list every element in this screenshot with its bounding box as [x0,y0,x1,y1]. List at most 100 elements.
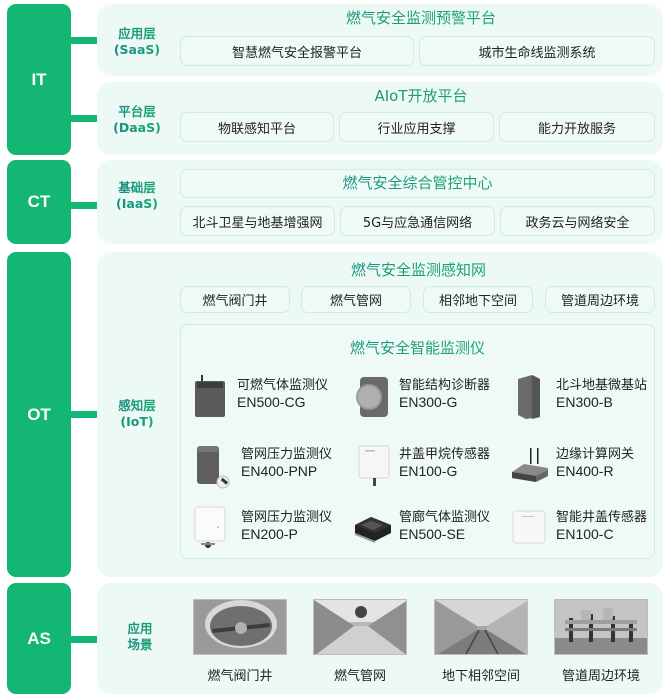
daas-title: AIoT开放平台 [181,86,661,106]
device-info: 北斗地基微基站 EN300-B [556,377,647,411]
iot-panel: 感知层 (IoT) 燃气安全监测感知网 燃气阀门井 燃气管网 相邻地下空间 管道… [97,252,663,577]
valve-well-image-icon [194,600,286,654]
device-model: EN400-PNP [241,463,318,479]
device-name: 北斗地基微基站 [556,378,648,393]
iaas-item-gov-cloud[interactable]: 政务云与网络安全 [500,206,655,236]
saas-panel: 应用层 (SaaS) 燃气安全监测预警平台 智慧燃气安全报警平台 城市生命线监测… [97,4,663,76]
device-name: 边缘计算网关 [556,447,635,462]
network-item-gas-pipeline[interactable]: 燃气管网 [301,286,411,313]
device-name: 井盖甲烷传感器 [399,447,491,462]
iaas-item-beidou-network[interactable]: 北斗卫星与地基增强网 [180,206,335,236]
connector-iot [70,411,98,418]
beidou-base-station-icon [518,375,540,419]
device-name: 管廊气体监测仪 [399,510,491,525]
device-name: 管网压力监测仪 [241,510,333,525]
scenes-label-line1: 应用 [127,621,153,636]
iot-layer-label: 感知层 (IoT) [97,398,177,430]
iaas-label-code: (IaaS) [116,196,158,211]
daas-item-industry-support[interactable]: 行业应用支撑 [339,112,494,142]
device-beidou-station[interactable]: 北斗地基微基站 EN300-B [510,373,670,421]
device-tunnel-gas-monitor[interactable]: 管廊气体监测仪 EN500-SE [353,505,513,553]
network-item-underground-space[interactable]: 相邻地下空间 [423,286,533,313]
device-pressure-monitor[interactable]: 管网压力监测仪 EN400-PNP [191,442,351,490]
device-info: 智能井盖传感器 EN100-C [556,509,647,543]
pipeline-environment-photo [554,599,648,655]
saas-item-alarm-platform[interactable]: 智慧燃气安全报警平台 [180,36,414,66]
network-item-pipeline-environment[interactable]: 管道周边环境 [545,286,655,313]
connector-daas [70,115,98,122]
pressure-sensor-icon [194,506,226,548]
daas-label-code: (DaaS) [113,120,161,135]
device-info: 智能结构诊断器 EN300-G [399,377,490,411]
device-name: 智能井盖传感器 [556,510,648,525]
scene-underground-space[interactable]: 地下相邻空间 [434,599,528,684]
daas-layer-label: 平台层 (DaaS) [97,104,177,136]
scene-pipeline-environment[interactable]: 管道周边环境 [554,599,648,684]
scenes-label-line2: 场景 [127,637,153,652]
tier-ot: OT [7,252,71,577]
scene-label: 燃气阀门井 [207,669,273,684]
scene-label: 地下相邻空间 [441,669,520,684]
iot-label-code: (IoT) [120,414,154,429]
gas-pipeline-photo [313,599,407,655]
daas-label-name: 平台层 [118,104,156,119]
device-model: EN300-B [556,394,613,410]
scene-gas-pipeline[interactable]: 燃气管网 [313,599,407,684]
iaas-title: 燃气安全综合管控中心 [180,173,655,193]
device-name: 管网压力监测仪 [241,447,333,462]
daas-panel: 平台层 (DaaS) AIoT开放平台 物联感知平台 行业应用支撑 能力开放服务 [97,82,663,155]
device-model: EN100-G [399,463,458,479]
network-item-valve-well[interactable]: 燃气阀门井 [180,286,290,313]
underground-space-image-icon [435,600,527,654]
tier-ot-label: OT [27,404,51,424]
tunnel-gas-monitor-icon [355,517,391,543]
device-methane-sensor[interactable]: 井盖甲烷传感器 EN100-G [353,442,513,490]
device-name: 智能结构诊断器 [399,378,491,393]
iaas-layer-label: 基础层 (IaaS) [97,180,177,212]
device-model: EN500-SE [399,526,466,542]
iaas-item-5g-network[interactable]: 5G与应急通信网络 [340,206,495,236]
scenes-panel: 应用 场景 燃气阀门井 燃气管网 [97,583,663,694]
connector-iaas [70,202,98,209]
device-model: EN500-CG [237,394,306,410]
instrument-title: 燃气安全智能监测仪 [180,338,655,358]
device-info: 边缘计算网关 EN400-R [556,446,634,480]
saas-item-lifeline-system[interactable]: 城市生命线监测系统 [419,36,655,66]
device-model: EN300-G [399,394,458,410]
daas-item-iot-platform[interactable]: 物联感知平台 [180,112,334,142]
device-edge-gateway[interactable]: 边缘计算网关 EN400-R [510,442,670,490]
iaas-title-box [180,169,655,198]
gas-pipeline-image-icon [314,600,406,654]
iaas-label-name: 基础层 [118,180,156,195]
edge-gateway-icon [512,448,548,482]
iaas-panel: 基础层 (IaaS) 燃气安全综合管控中心 北斗卫星与地基增强网 5G与应急通信… [97,160,663,244]
device-info: 管网压力监测仪 EN200-P [241,509,332,543]
methane-sensor-icon [358,445,390,486]
daas-item-open-services[interactable]: 能力开放服务 [499,112,655,142]
device-pressure-sensor[interactable]: 管网压力监测仪 EN200-P [191,505,351,553]
tier-it-label: IT [31,69,47,89]
underground-space-photo [434,599,528,655]
device-gas-detector[interactable]: 可燃气体监测仪 EN500-CG [191,373,351,421]
saas-layer-label: 应用层 (SaaS) [97,26,177,58]
pipeline-environment-image-icon [555,600,647,654]
connector-saas [70,37,98,44]
scene-valve-well[interactable]: 燃气阀门井 [193,599,287,684]
valve-well-photo [193,599,287,655]
tier-it: IT [7,4,71,155]
gas-detector-icon [195,375,225,417]
scene-label: 燃气管网 [333,669,386,684]
saas-label-name: 应用层 [118,26,156,41]
device-model: EN400-R [556,463,614,479]
saas-label-code: (SaaS) [113,42,161,57]
iot-network-title: 燃气安全监测感知网 [181,260,656,280]
device-info: 管廊气体监测仪 EN500-SE [399,509,490,543]
tier-ct: CT [7,160,71,244]
tier-ct-label: CT [27,192,51,211]
device-model: EN200-P [241,526,298,542]
device-info: 管网压力监测仪 EN400-PNP [241,446,332,480]
device-structure-diagnostic[interactable]: 智能结构诊断器 EN300-G [353,373,513,421]
device-manhole-cover-sensor[interactable]: 智能井盖传感器 EN100-C [510,505,670,553]
manhole-cover-sensor-icon [512,510,546,544]
scenes-layer-label: 应用 场景 [97,621,183,653]
